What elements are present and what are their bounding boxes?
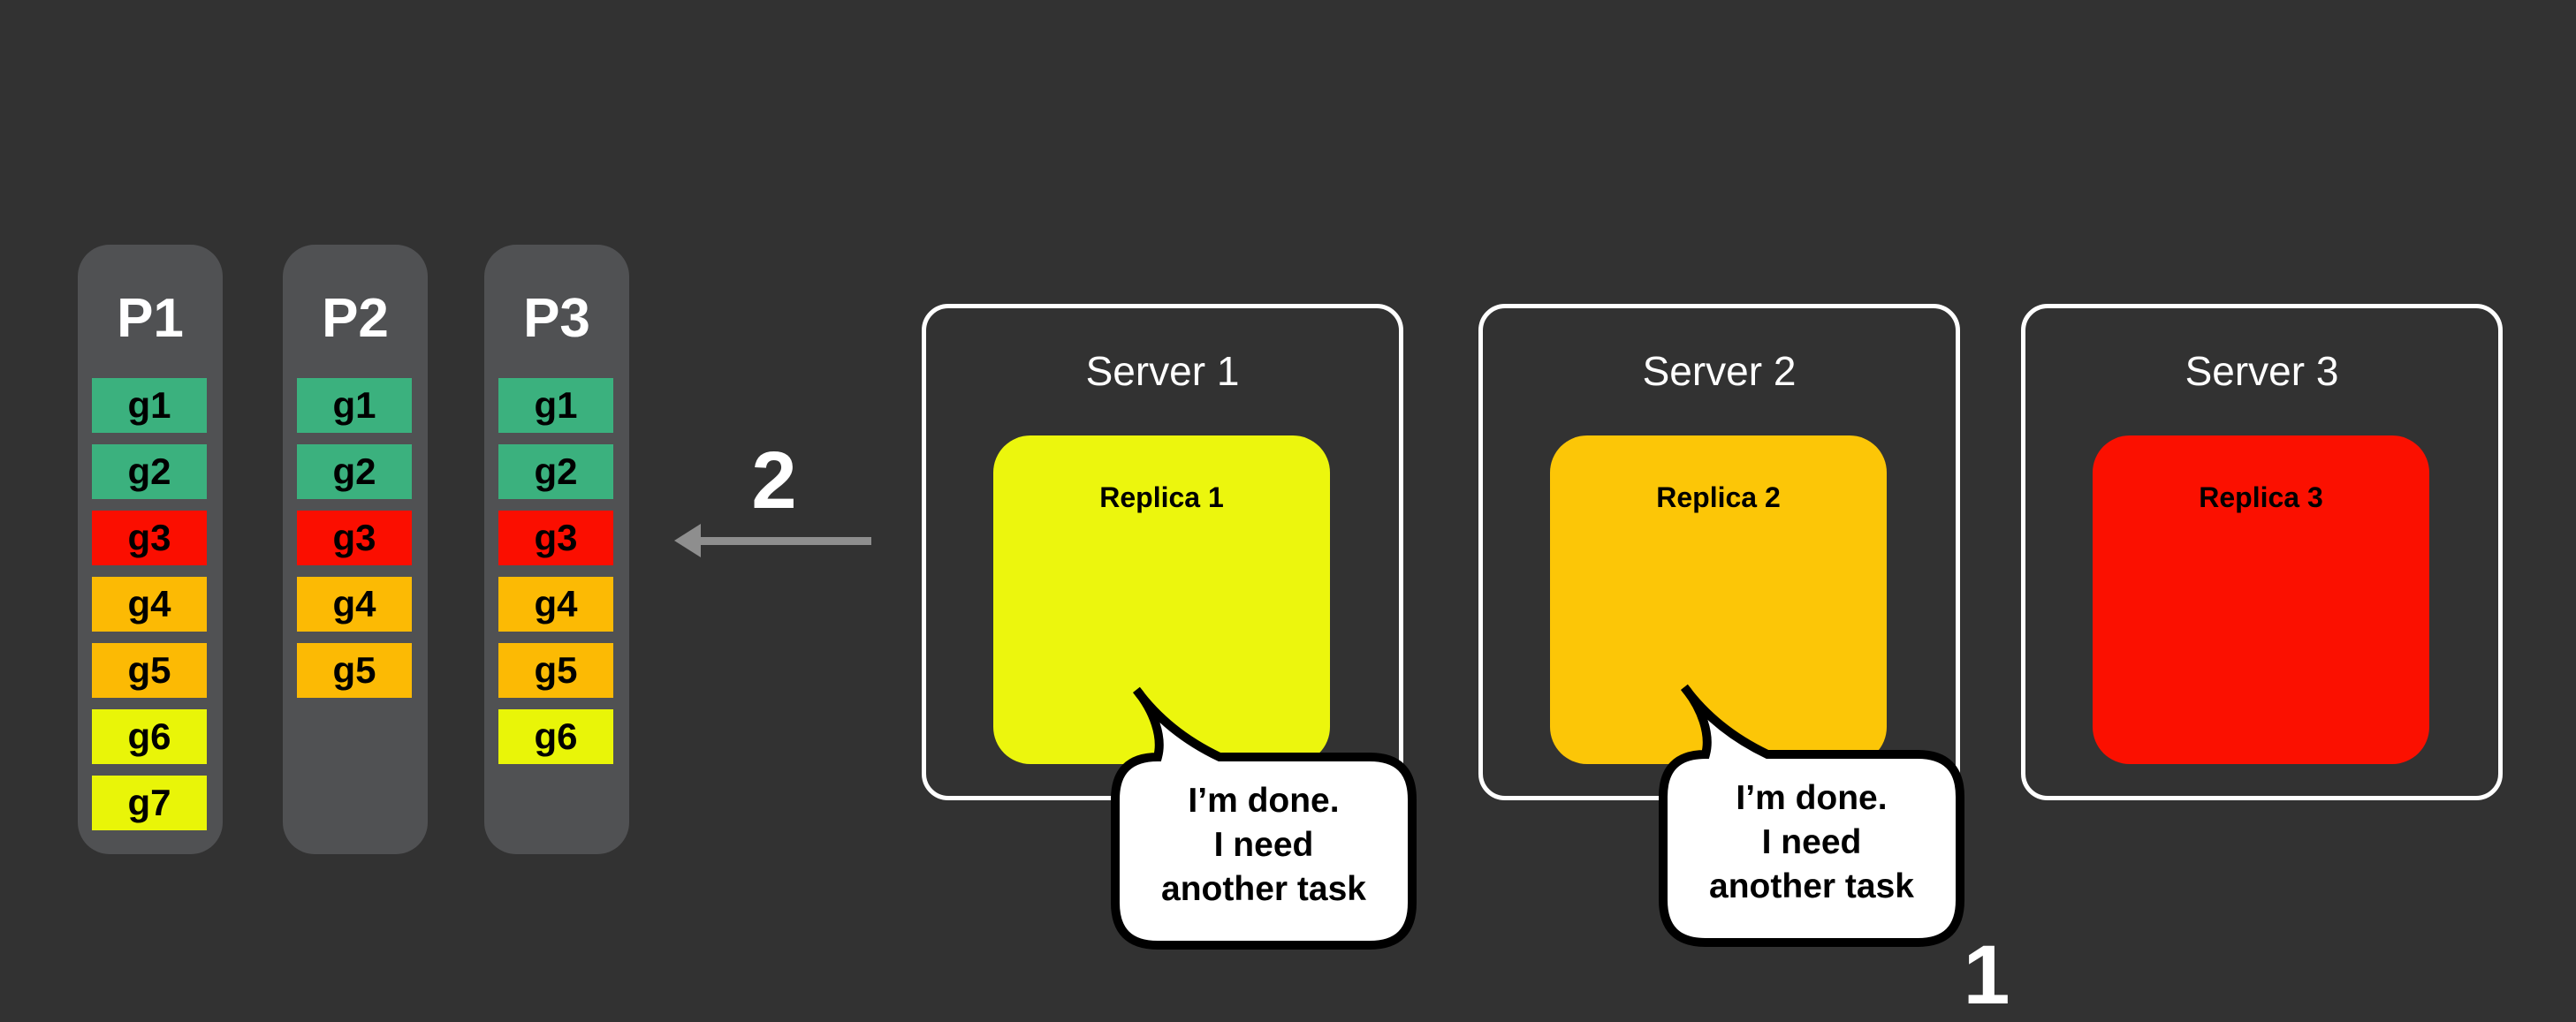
left-arrowhead-icon <box>674 524 701 557</box>
speech-bubble-text: I’m done. I need another task <box>1113 779 1414 912</box>
task-cell: g2 <box>297 444 412 499</box>
bubble-line: another task <box>1161 870 1366 908</box>
speech-bubble-2: I’m done. I need another task <box>1659 684 1964 949</box>
replica-label: Replica 3 <box>2199 481 2323 513</box>
partition-cell-list: g1 g2 g3 g4 g5 g6 <box>498 378 613 764</box>
task-cell: g3 <box>498 511 613 565</box>
task-cell: g3 <box>92 511 207 565</box>
bubble-line: I need <box>1213 826 1314 864</box>
task-cell: g4 <box>498 577 613 632</box>
task-cell: g5 <box>92 643 207 698</box>
partition-column-p3: P3 g1 g2 g3 g4 g5 g6 <box>484 245 629 854</box>
task-request-arrow-line <box>697 537 871 545</box>
server-title: Server 1 <box>1085 348 1240 394</box>
bubble-line: I’m done. <box>1736 779 1888 817</box>
speech-bubble-text: I’m done. I need another task <box>1661 776 1962 909</box>
partition-title: P2 <box>322 288 389 349</box>
server-box-1: Server 1 Replica 1 <box>922 304 1403 800</box>
task-cell: g4 <box>297 577 412 632</box>
speech-bubble-shape <box>1111 686 1417 950</box>
replica-box-1: Replica 1 <box>993 435 1330 764</box>
step-2-label: 2 <box>751 435 797 526</box>
partition-title: P1 <box>117 288 184 349</box>
task-cell: g2 <box>92 444 207 499</box>
replica-label: Replica 1 <box>1099 481 1224 513</box>
replica-box-2: Replica 2 <box>1550 435 1887 764</box>
task-cell: g4 <box>92 577 207 632</box>
bubble-line: I need <box>1761 823 1862 861</box>
partition-column-p2: P2 g1 g2 g3 g4 g5 <box>283 245 428 854</box>
partition-cell-list: g1 g2 g3 g4 g5 <box>297 378 412 698</box>
server-title: Server 3 <box>2185 348 2339 394</box>
replica-label: Replica 2 <box>1656 481 1781 513</box>
partition-column-p1: P1 g1 g2 g3 g4 g5 g6 g7 <box>78 245 223 854</box>
speech-bubble-shape <box>1659 684 1964 947</box>
task-cell: g6 <box>92 709 207 764</box>
replica-box-3: Replica 3 <box>2093 435 2429 764</box>
task-cell: g7 <box>92 776 207 830</box>
task-cell: g1 <box>92 378 207 433</box>
server-box-3: Server 3 Replica 3 <box>2021 304 2503 800</box>
server-title: Server 2 <box>1642 348 1797 394</box>
bubble-line: I’m done. <box>1188 782 1340 820</box>
task-cell: g1 <box>498 378 613 433</box>
task-cell: g5 <box>297 643 412 698</box>
step-1-label: 1 <box>1963 928 2010 1022</box>
speech-bubble-1: I’m done. I need another task <box>1111 686 1417 951</box>
task-cell: g2 <box>498 444 613 499</box>
task-cell: g1 <box>297 378 412 433</box>
bubble-line: another task <box>1709 867 1914 905</box>
partition-title: P3 <box>523 288 590 349</box>
partition-cell-list: g1 g2 g3 g4 g5 g6 g7 <box>92 378 207 830</box>
task-cell: g3 <box>297 511 412 565</box>
task-cell: g5 <box>498 643 613 698</box>
task-cell: g6 <box>498 709 613 764</box>
